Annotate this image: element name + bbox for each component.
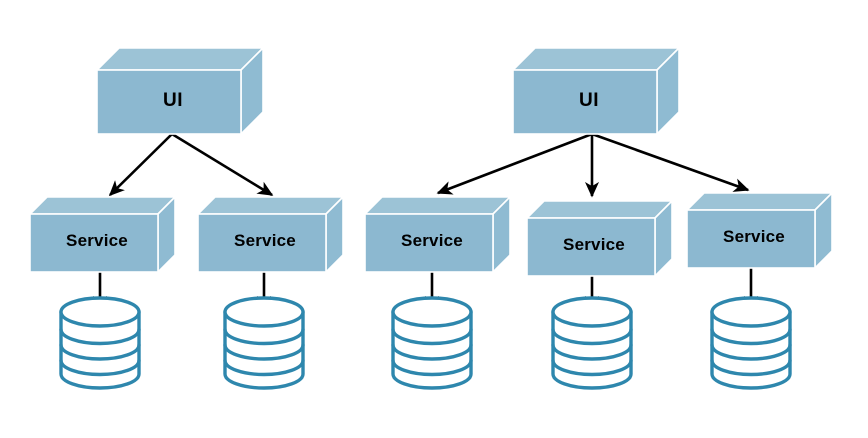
cylinder-top-ellipse [223, 296, 305, 328]
cylinder-disc-line [710, 327, 792, 346]
cylinder-disc-line [391, 327, 473, 346]
cylinder-top-ellipse [551, 296, 633, 328]
cylinder-top-ellipse [710, 296, 792, 328]
database-cylinder[interactable] [710, 296, 792, 390]
cylinder-body [391, 310, 473, 390]
cylinder-disc-line [59, 343, 141, 361]
ui-box-top-face [96, 47, 264, 71]
service-box-front-face [197, 213, 327, 273]
database-cylinder[interactable] [59, 296, 141, 390]
ui-box-3d[interactable] [96, 47, 264, 135]
cylinder-disc-line [223, 358, 305, 377]
service-box-3d[interactable] [29, 196, 176, 273]
service-box-3d[interactable] [686, 192, 833, 269]
cylinder-disc-line [551, 358, 633, 377]
service-box-front-face [686, 209, 816, 269]
service-box-front-face [29, 213, 159, 273]
two-service-architecture-ui-to-service-arrow-1 [108, 133, 173, 197]
service-box-front-face [364, 213, 494, 273]
cylinder-disc-line [551, 343, 633, 361]
service-box-top-face [526, 200, 673, 219]
ui-box-front-face [96, 69, 242, 135]
cylinder-disc-line [391, 358, 473, 377]
two-service-architecture-ui-to-service-arrow-2 [171, 132, 274, 197]
ui-box-top-face [512, 47, 680, 71]
cylinder-disc-line [223, 327, 305, 346]
database-cylinder[interactable] [223, 296, 305, 390]
service-box-top-face [197, 196, 344, 215]
cylinder-body [551, 310, 633, 390]
cylinder-top-ellipse [391, 296, 473, 328]
service-box-top-face [686, 192, 833, 211]
cylinder-disc-line [223, 343, 305, 361]
service-box-3d[interactable] [197, 196, 344, 273]
cylinder-disc-line [710, 358, 792, 377]
ui-box-3d[interactable] [512, 47, 680, 135]
service-box-top-face [364, 196, 511, 215]
cylinder-top-ellipse [59, 296, 141, 328]
cylinder-body [223, 310, 305, 390]
cylinder-body [59, 310, 141, 390]
cylinder-disc-line [710, 343, 792, 361]
three-service-architecture-ui-to-service-arrow-3 [591, 132, 750, 192]
service-box-3d[interactable] [364, 196, 511, 273]
cylinder-disc-line [551, 327, 633, 346]
ui-box-front-face [512, 69, 658, 135]
service-box-3d[interactable] [526, 200, 673, 277]
nodes-layer [29, 47, 833, 390]
service-box-top-face [29, 196, 176, 215]
three-service-architecture-ui-to-service-arrow-1 [436, 132, 593, 195]
cylinder-disc-line [59, 358, 141, 377]
database-cylinder[interactable] [391, 296, 473, 390]
cylinder-disc-line [59, 327, 141, 346]
cylinder-disc-line [391, 343, 473, 361]
edges-layer [92, 132, 759, 312]
database-cylinder[interactable] [551, 296, 633, 390]
service-box-front-face [526, 217, 656, 277]
cylinder-body [710, 310, 792, 390]
